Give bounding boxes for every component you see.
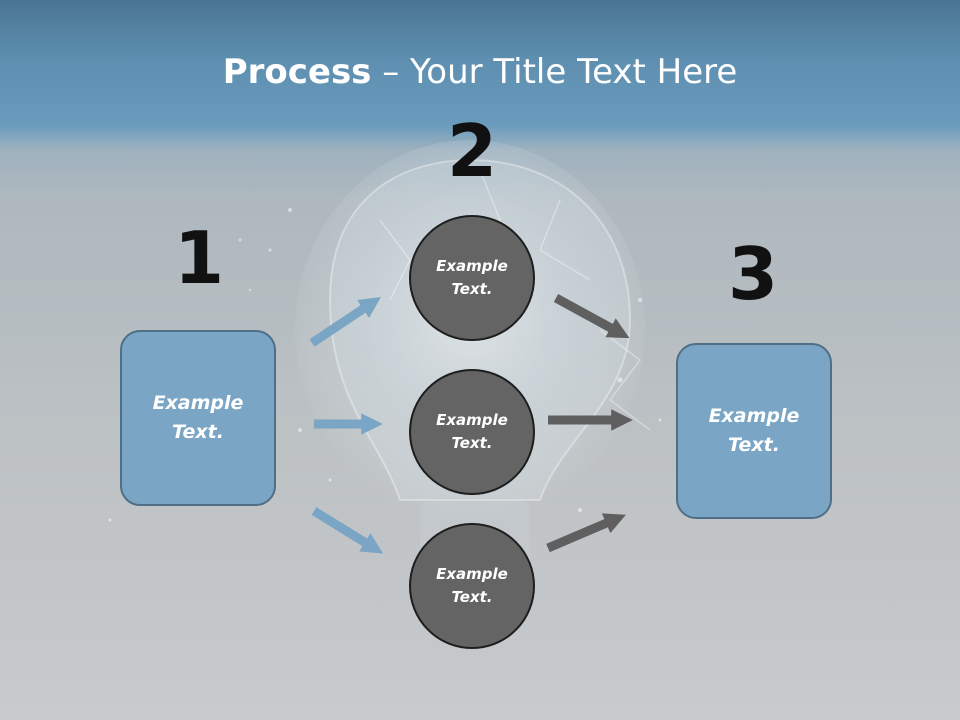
step3-box: Example Text. [676,343,832,519]
step2-circle-middle-text: Example Text. [436,411,508,452]
step-number-3: 3 [727,232,779,316]
step1-box: Example Text. [120,330,276,506]
step3-box-text: Example Text. [708,405,800,456]
step2-circle-top: Example Text. [409,215,535,341]
title-rest: – Your Title Text Here [371,52,738,92]
step-number-1: 1 [173,216,225,300]
title-bold: Process [222,52,372,92]
slide-title: Process – Your Title Text Here [0,52,960,92]
step2-circle-top-text: Example Text. [436,257,508,298]
step2-circle-bottom-text: Example Text. [436,565,508,606]
arrow-from-bottom-circle [546,513,626,553]
step1-box-text: Example Text. [152,392,244,443]
step2-circle-middle: Example Text. [409,369,535,495]
step-number-2: 2 [446,109,498,193]
arrow-to-top-circle [309,297,381,347]
step2-circle-bottom: Example Text. [409,523,535,649]
arrow-from-top-circle [553,294,630,339]
arrow-to-bottom-circle [311,507,384,554]
